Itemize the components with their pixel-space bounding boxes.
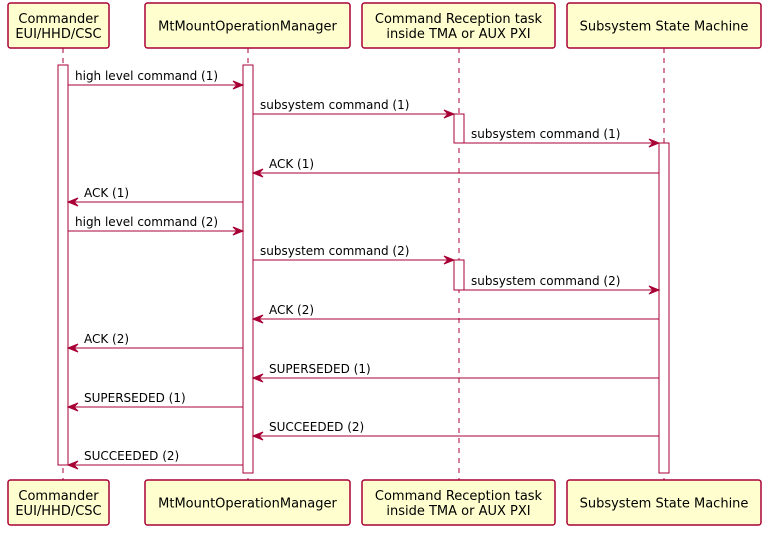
message-label: ACK (1) — [269, 157, 314, 171]
participant-label: Commander — [18, 489, 99, 504]
message-label: subsystem command (2) — [471, 274, 620, 288]
message-8: subsystem command (2) — [464, 274, 661, 295]
participant-box — [7, 479, 110, 526]
message-label: SUPERSEDED (1) — [84, 391, 186, 405]
participant-box — [7, 2, 110, 49]
arrow-head-icon — [232, 80, 245, 90]
activation-bar-commander — [57, 64, 69, 466]
message-label: subsystem command (1) — [260, 98, 409, 112]
message-10: ACK (2) — [66, 332, 243, 353]
arrow-head-icon — [251, 431, 264, 441]
participant-label: MtMountOperationManager — [158, 497, 337, 512]
participant-label: Command Reception task — [375, 489, 543, 504]
message-3: subsystem command (1) — [464, 127, 661, 148]
participant-label: EUI/HHD/CSC — [15, 27, 101, 42]
message-2: subsystem command (1) — [253, 98, 456, 119]
message-9: ACK (2) — [251, 303, 659, 324]
messages: high level command (1) subsystem command … — [66, 69, 661, 470]
activation-bars — [57, 64, 670, 474]
arrow-head-icon — [66, 197, 79, 207]
message-label: SUPERSEDED (1) — [269, 362, 371, 376]
message-14: SUCCEEDED (2) — [66, 449, 243, 470]
participant-label: MtMountOperationManager — [158, 20, 337, 35]
message-11: SUPERSEDED (1) — [251, 362, 659, 383]
arrow-head-icon — [251, 314, 264, 324]
message-13: SUCCEEDED (2) — [251, 420, 659, 441]
arrow-head-icon — [232, 226, 245, 236]
message-6: high level command (2) — [68, 215, 245, 236]
participants: CommanderEUI/HHD/CSCCommanderEUI/HHD/CSC… — [7, 2, 762, 526]
activation-bar-reception — [453, 113, 465, 144]
participant-box — [144, 2, 351, 49]
participant-label: Subsystem State Machine — [580, 497, 749, 512]
message-label: high level command (1) — [75, 69, 218, 83]
participant-top-manager: MtMountOperationManager — [144, 2, 351, 49]
participant-top-statemachine: Subsystem State Machine — [566, 2, 762, 49]
message-4: ACK (1) — [251, 157, 659, 178]
participant-label: Commander — [18, 12, 99, 27]
participant-box — [144, 479, 351, 526]
arrow-head-icon — [66, 460, 79, 470]
message-label: subsystem command (1) — [471, 127, 620, 141]
activation-bar-statemachine — [658, 142, 670, 474]
participant-bottom-statemachine: Subsystem State Machine — [566, 479, 762, 526]
participant-box — [361, 2, 556, 49]
participant-bottom-manager: MtMountOperationManager — [144, 479, 351, 526]
activation-bar-manager — [242, 64, 254, 474]
arrow-head-icon — [251, 373, 264, 383]
message-7: subsystem command (2) — [253, 244, 456, 265]
participant-box — [566, 479, 762, 526]
message-label: SUCCEEDED (2) — [269, 420, 364, 434]
message-label: ACK (2) — [269, 303, 314, 317]
message-1: high level command (1) — [68, 69, 245, 90]
arrow-head-icon — [251, 168, 264, 178]
participant-label: EUI/HHD/CSC — [15, 504, 101, 519]
message-5: ACK (1) — [66, 186, 243, 207]
participant-label: Subsystem State Machine — [580, 20, 749, 35]
arrow-head-icon — [66, 343, 79, 353]
participant-label: inside TMA or AUX PXI — [386, 27, 530, 42]
participant-label: inside TMA or AUX PXI — [386, 504, 530, 519]
message-label: subsystem command (2) — [260, 244, 409, 258]
participant-box — [566, 2, 762, 49]
arrow-head-icon — [443, 255, 456, 265]
arrow-head-icon — [66, 402, 79, 412]
lifelines — [62, 48, 665, 480]
arrow-head-icon — [443, 109, 456, 119]
message-label: ACK (1) — [84, 186, 129, 200]
activation-bar-reception — [453, 259, 465, 291]
arrow-head-icon — [648, 285, 661, 295]
participant-label: Command Reception task — [375, 12, 543, 27]
message-label: high level command (2) — [75, 215, 218, 229]
message-12: SUPERSEDED (1) — [66, 391, 243, 412]
message-label: SUCCEEDED (2) — [84, 449, 179, 463]
message-label: ACK (2) — [84, 332, 129, 346]
participant-box — [361, 479, 556, 526]
arrow-head-icon — [648, 138, 661, 148]
